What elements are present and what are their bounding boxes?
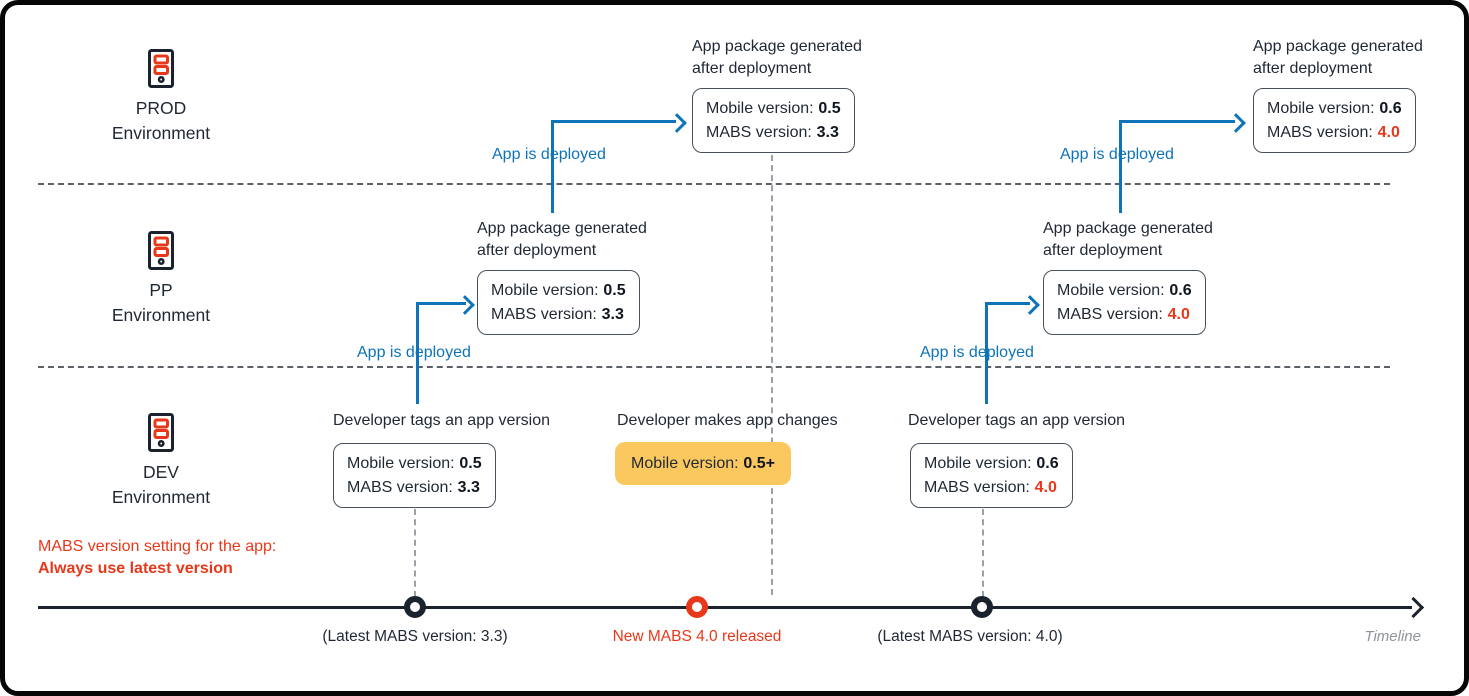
timeline-axis-label: Timeline [1364,628,1421,645]
server-icon [148,413,174,452]
developer-tags-label: Developer tags an app version [908,412,1126,429]
app-package-label: App package generated after deployment [477,218,647,262]
divider-pp-dev [38,366,1390,368]
arrowhead-icon [1020,295,1040,315]
arrow-pp-prod-left-vertical [551,120,554,213]
timeline-marker [404,596,426,618]
app-package-label-line1: App package generated [1253,38,1423,55]
app-is-deployed-label: App is deployed [920,344,1034,361]
app-package-label-line1: App package generated [1043,220,1213,237]
arrow-dev-pp-left-vertical [416,302,419,404]
app-package-label-line1: App package generated [692,38,862,55]
mabs-version-line: MABS version:3.3 [706,123,839,141]
env-dev: DEV Environment [61,413,261,509]
arrowhead-icon [1226,113,1246,133]
app-is-deployed-label: App is deployed [357,344,471,361]
divider-prod-pp [38,183,1390,185]
app-is-deployed-label: App is deployed [492,146,606,163]
timeline-label-mabs33: (Latest MABS version: 3.3) [322,628,508,645]
mobile-version-line: Mobile version:0.5 [706,100,841,117]
env-pp-word: Environment [111,305,211,325]
version-box-prod-right: Mobile version:0.6 MABS version:4.0 [1253,88,1416,153]
timeline-marker-release [686,596,708,618]
mabs-version-line: MABS version:3.3 [347,478,480,496]
version-box-dev-right: Mobile version:0.6 MABS version:4.0 [910,443,1073,508]
mobile-version-line: Mobile version:0.6 [924,455,1059,472]
mabs-setting-note-line2: Always use latest version [38,560,233,577]
app-package-label-line2: after deployment [1253,60,1373,77]
version-box-pp-left: Mobile version:0.5 MABS version:3.3 [477,270,640,335]
env-pp: PP Environment [61,231,261,327]
arrow-pp-prod-right-horizontal [1119,120,1235,123]
app-package-label: App package generated after deployment [1043,218,1213,262]
mabs-setting-note: MABS version setting for the app: Always… [38,536,276,580]
version-box-pp-right: Mobile version:0.6 MABS version:4.0 [1043,270,1206,335]
mobile-version-line: Mobile version:0.6 [1267,100,1402,117]
mobile-version-line: Mobile version:0.5 [347,455,482,472]
arrow-dev-pp-left-horizontal [416,302,466,305]
mabs-version-line: MABS version:4.0 [1057,305,1190,323]
developer-changes-label: Developer makes app changes [617,412,838,429]
env-prod: PROD Environment [61,49,261,145]
mabs-version-line: MABS version:3.3 [491,305,624,323]
mabs-setting-note-line1: MABS version setting for the app: [38,538,277,555]
arrow-dev-pp-right-horizontal [985,302,1030,305]
dashed-connector-dev-right [982,509,984,597]
app-package-label: App package generated after deployment [692,36,862,80]
mabs-version-line: MABS version:4.0 [924,478,1057,496]
developer-tags-label: Developer tags an app version [333,412,551,429]
server-icon [148,231,174,270]
version-box-dev-left: Mobile version:0.5 MABS version:3.3 [333,443,496,508]
server-icon [148,49,174,88]
app-package-label-line1: App package generated [477,220,647,237]
mobile-version-line: Mobile version:0.5 [491,282,626,299]
app-package-label-line2: after deployment [477,242,597,259]
dashed-connector-dev-left [414,509,416,597]
arrow-dev-pp-right-vertical [985,302,988,404]
mobile-version-line: Mobile version:0.6 [1057,282,1192,299]
timeline-marker [971,596,993,618]
env-dev-name: DEV [143,462,179,482]
env-prod-word: Environment [111,123,211,143]
env-prod-name: PROD [135,98,187,118]
arrowhead-icon [667,113,687,133]
arrow-pp-prod-right-vertical [1119,120,1122,213]
app-package-label-line2: after deployment [1043,242,1163,259]
timeline-axis [38,606,1412,609]
mabs-version-line: MABS version:4.0 [1267,123,1400,141]
arrow-pp-prod-left-horizontal [551,120,676,123]
timeline-arrowhead-icon [1402,596,1425,619]
env-dev-word: Environment [111,487,211,507]
app-package-label: App package generated after deployment [1253,36,1423,80]
highlight-box-dev-mid: Mobile version:0.5+ [615,442,791,485]
dashed-connector-prod-left [771,155,773,595]
version-box-prod-left: Mobile version:0.5 MABS version:3.3 [692,88,855,153]
timeline-label-mabs40: (Latest MABS version: 4.0) [877,628,1063,645]
timeline-label-mabs40-released: New MABS 4.0 released [612,628,782,645]
app-package-label-line2: after deployment [692,60,812,77]
app-is-deployed-label: App is deployed [1060,146,1174,163]
arrowhead-icon [455,295,475,315]
env-pp-name: PP [149,280,173,300]
